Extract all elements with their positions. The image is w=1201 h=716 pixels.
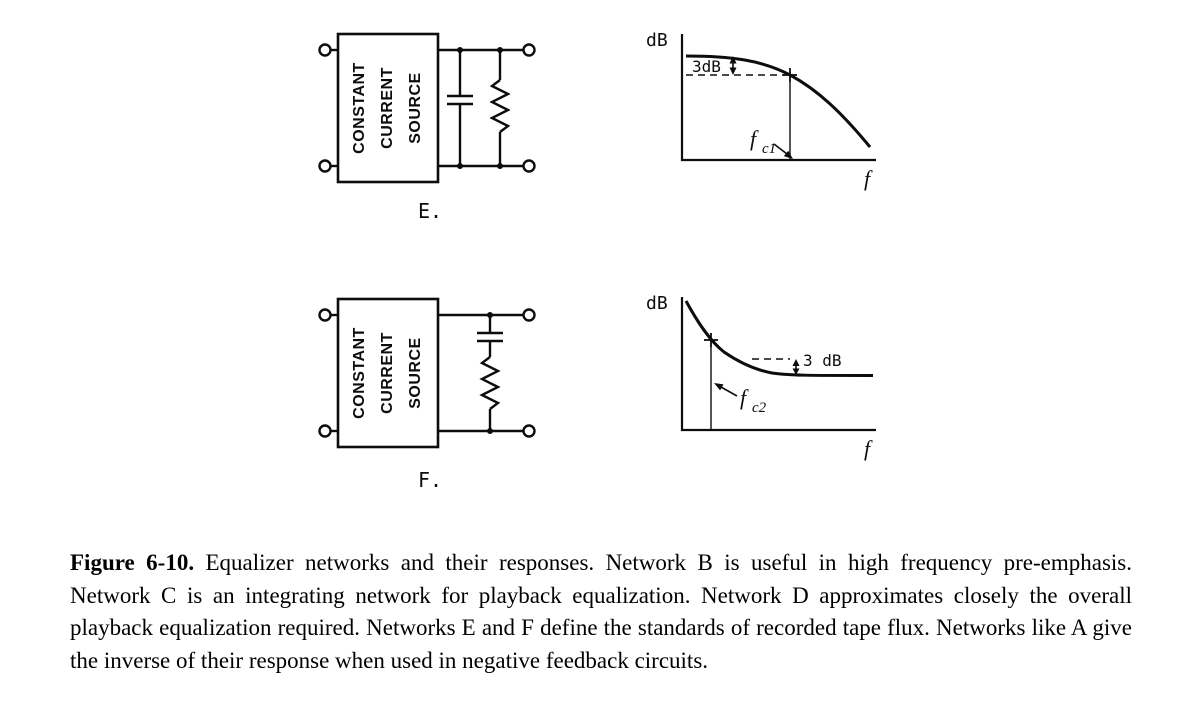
terminal xyxy=(522,43,536,57)
source-label-line: CONSTANT xyxy=(351,327,368,419)
corner-frequency-subscript: c2 xyxy=(752,400,767,416)
source-label-line: SOURCE xyxy=(407,337,424,408)
capacitor-symbol xyxy=(447,94,473,106)
source-label-line: CONSTANT xyxy=(351,62,368,154)
three-db-label: 3dB xyxy=(692,57,721,76)
x-axis-label: f xyxy=(864,436,873,461)
source-label-line: SOURCE xyxy=(407,72,424,143)
resistor-symbol xyxy=(489,79,511,133)
source-label-line: CURRENT xyxy=(379,67,396,149)
three-db-label: 3 dB xyxy=(803,351,842,370)
network-f-label: F. xyxy=(418,468,442,492)
axes xyxy=(680,297,876,432)
three-db-arrow xyxy=(729,56,737,75)
corner-marker xyxy=(704,333,718,347)
terminal xyxy=(522,308,536,322)
corner-arrow xyxy=(714,383,738,397)
junction-dot xyxy=(497,163,503,169)
terminal xyxy=(522,159,536,173)
corner-marker xyxy=(783,68,797,82)
terminal xyxy=(522,424,536,438)
figure-caption-label: Figure 6-10. xyxy=(70,550,195,575)
corner-frequency-label: f xyxy=(750,126,759,151)
figure-caption-text: Equalizer networks and their responses. … xyxy=(70,550,1132,673)
circuit-e-diagram: CONSTANT CURRENT SOURCE E. xyxy=(318,32,536,223)
y-axis-label: dB xyxy=(646,293,668,314)
y-axis-label: dB xyxy=(646,30,668,51)
terminal xyxy=(318,424,332,438)
terminal xyxy=(318,159,332,173)
constant-current-source-box xyxy=(336,32,440,184)
response-e-plot: dB f 3dB f c1 xyxy=(646,30,876,191)
capacitor-symbol xyxy=(477,331,503,343)
junction-dot xyxy=(487,428,493,434)
source-label-line: CURRENT xyxy=(379,332,396,414)
junction-dot xyxy=(457,163,463,169)
resistor-symbol xyxy=(479,356,501,410)
junction-dot xyxy=(487,312,493,318)
junction-dot xyxy=(457,47,463,53)
terminal xyxy=(318,43,332,57)
axes xyxy=(680,34,876,162)
corner-arrow xyxy=(773,143,793,159)
x-axis-label: f xyxy=(864,166,873,191)
corner-frequency-label: f xyxy=(740,385,749,410)
response-curve xyxy=(684,300,874,377)
figure-caption: Figure 6-10. Equalizer networks and thei… xyxy=(70,547,1132,677)
network-e-label: E. xyxy=(418,199,442,223)
constant-current-source-box xyxy=(336,297,440,449)
response-f-plot: dB f 3 dB f c2 xyxy=(646,293,876,461)
corner-frequency-subscript: c1 xyxy=(762,141,776,157)
circuit-f-diagram: CONSTANT CURRENT SOURCE F. xyxy=(318,297,536,492)
junction-dot xyxy=(497,47,503,53)
terminal xyxy=(318,308,332,322)
three-db-arrow xyxy=(792,359,800,375)
